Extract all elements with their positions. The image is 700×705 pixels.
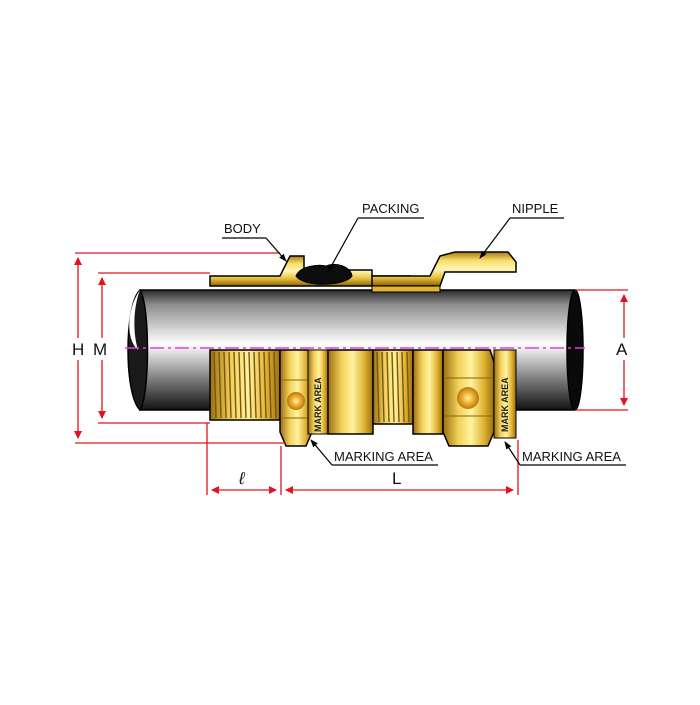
thread-ridge [223, 351, 227, 419]
cable-left-end-highlight [129, 290, 140, 350]
entry-thread-mid [372, 349, 414, 425]
hex-right-dot [457, 387, 479, 409]
cable-right-end [566, 289, 584, 411]
callout-nipple-leader [479, 217, 511, 259]
entry-thread-left [209, 349, 281, 421]
dim-L-label: L [392, 469, 401, 488]
packing-seal [295, 263, 353, 285]
gland-top-section [209, 251, 517, 293]
gland-bottom-section: MARK AREA MARK AREA [209, 349, 517, 447]
dim-A-label-bg [614, 338, 634, 360]
thread-ridge [253, 351, 257, 419]
callout-marking-area-left-label: MARKING AREA [334, 449, 433, 464]
thread-ridge [376, 351, 380, 423]
hex-left-dot [287, 392, 305, 410]
callouts [222, 217, 626, 466]
thread-ridge [386, 351, 390, 423]
callout-marking-area-right-label: MARKING AREA [522, 449, 621, 464]
callout-marking-right-leader [504, 441, 521, 466]
thread-ridge [213, 351, 217, 419]
thread-ridge [381, 351, 385, 423]
thread-ridge [396, 351, 400, 423]
dim-HM-label-bg [70, 338, 104, 360]
dim-M-label: M [93, 340, 107, 359]
callout-marking-left-leader [310, 439, 333, 466]
thread-ridge [273, 351, 277, 419]
cable-left-end [127, 288, 149, 412]
hex-nipple-right [442, 349, 495, 447]
hex-body-left [279, 349, 313, 447]
body-smooth [327, 349, 374, 435]
callout-body-label: BODY [224, 221, 261, 236]
callout-body-leader [265, 237, 287, 262]
thread-ridge [268, 351, 272, 419]
thread-ridge [401, 351, 405, 423]
dim-l-label: ℓ [238, 469, 245, 488]
thread-ridge [406, 351, 410, 423]
mark-area-right-text: MARK AREA [500, 377, 510, 432]
thread-ridge [258, 351, 262, 419]
callout-packing-leader [327, 217, 359, 273]
dim-A-label: A [616, 340, 628, 359]
nipple-smooth [412, 349, 444, 435]
dim-H-label: H [72, 340, 84, 359]
callout-packing-label: PACKING [362, 201, 420, 216]
thread-ridge [233, 351, 237, 419]
thread-ridge [238, 351, 242, 419]
callout-nipple-label: NIPPLE [512, 201, 559, 216]
thread-ridge [248, 351, 252, 419]
thread-ridge [228, 351, 232, 419]
mark-area-left-text: MARK AREA [313, 377, 323, 432]
thread-ridge [391, 351, 395, 423]
mark-area-right-strip [493, 349, 517, 439]
thread-ridge [263, 351, 267, 419]
thread-ridge [218, 351, 222, 419]
nipple-inner-step [371, 285, 441, 293]
thread-ridge [243, 351, 247, 419]
nipple-top-profile [371, 251, 517, 287]
